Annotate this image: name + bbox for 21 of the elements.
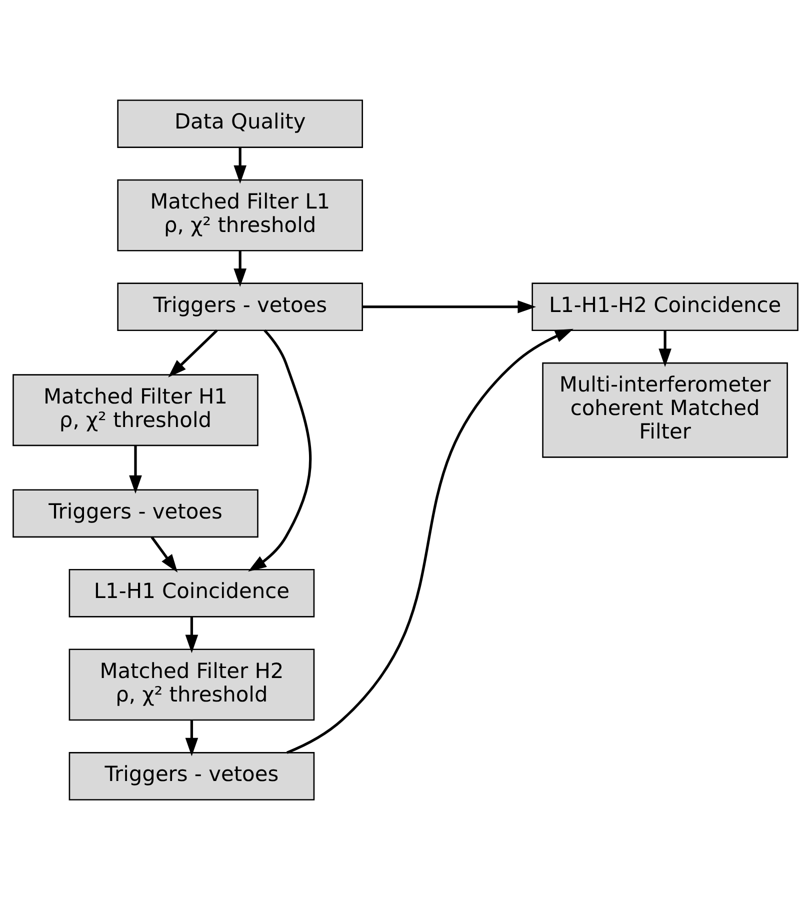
arrow [150,536,178,572]
node-box: Triggers - vetoes [68,752,315,800]
arrow [248,329,312,572]
arrow [234,250,247,286]
arrow [286,328,574,754]
node-box: Multi-interferometer coherent Matched Filter [542,362,788,458]
arrow [234,147,247,184]
node-box: Data Quality [117,99,363,148]
node-box: Matched Filter L1 ρ, χ² threshold [117,178,363,251]
arrow [185,720,198,756]
arrow [168,329,218,377]
node-box: Triggers - vetoes [117,282,363,331]
arrow [129,445,142,494]
node-box: L1-H1 Coincidence [68,568,315,617]
arrow [362,300,536,313]
node-box: Matched Filter H2 ρ, χ² threshold [68,648,315,720]
node-box: Triggers - vetoes [12,488,258,538]
arrow [658,330,672,366]
arrow [185,616,198,653]
node-box: L1-H1-H2 Coincidence [532,282,798,331]
node-box: Matched Filter H1 ρ, χ² threshold [12,374,258,446]
